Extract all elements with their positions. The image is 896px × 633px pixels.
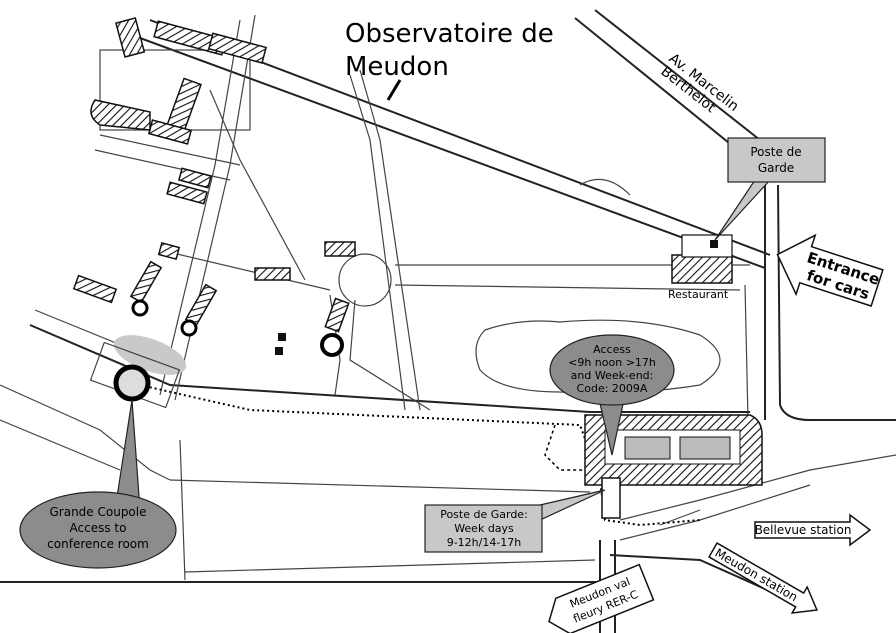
access-code-callout: Access <9h noon >17h and Week-end: Code:… (549, 334, 675, 456)
restaurant-label: Restaurant (668, 288, 729, 301)
poste-garde-bottom-line3: 9-12h/14-17h (447, 536, 522, 549)
meudon-station-arrow: Meudon station (708, 542, 819, 614)
map-title-line2: Meudon (345, 52, 449, 82)
rer-c-arrow: Meudon val fleury RER-C (548, 563, 655, 633)
coupole-line3: conference room (47, 537, 149, 551)
poste-de-garde-top-callout: Poste de Garde (714, 137, 826, 241)
coupole-line2: Access to (70, 521, 127, 535)
coupole-line1: Grande Coupole (49, 505, 146, 519)
grande-coupole-callout: Grande Coupole Access to conference room (19, 399, 177, 569)
access-line4: Code: 2009A (577, 382, 648, 395)
poste-garde-top-line2: Garde (758, 161, 794, 175)
entrance-for-cars-arrow: Entrance for cars (776, 233, 884, 307)
meudon-station-label: Meudon station (713, 546, 801, 605)
map-title-line1: Observatoire de (345, 19, 554, 49)
poste-de-garde-bottom-callout: Poste de Garde: Week days 9-12h/14-17h (424, 489, 606, 553)
buildings (72, 17, 763, 519)
access-line2: <9h noon >17h (568, 356, 656, 369)
bellevue-station-arrow: Bellevue station (754, 513, 872, 547)
poste-garde-bottom-line2: Week days (454, 522, 514, 535)
bellevue-station-label: Bellevue station (755, 523, 852, 537)
access-line1: Access (593, 343, 631, 356)
poste-garde-bottom-line1: Poste de Garde: (440, 508, 528, 521)
poste-garde-top-line1: Poste de (750, 145, 801, 159)
access-line3: and Week-end: (571, 369, 654, 382)
